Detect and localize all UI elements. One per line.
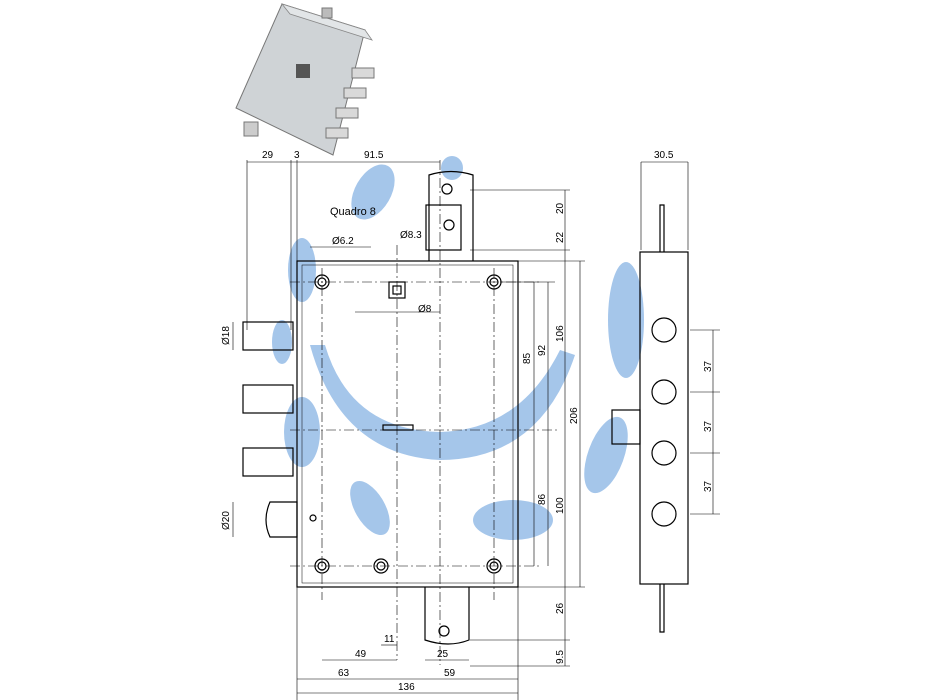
dim-8-3: Ø8.3 [400, 230, 422, 241]
lock-body [242, 170, 519, 645]
dim-136: 136 [398, 682, 415, 693]
dim-37-c: 37 [703, 480, 714, 492]
dim-92: 92 [537, 344, 548, 356]
dim-85: 85 [522, 352, 533, 364]
dim-22: 22 [555, 231, 566, 243]
dim-206: 206 [569, 407, 580, 424]
dim-59: 59 [444, 668, 456, 679]
dim-8: Ø8 [418, 304, 432, 315]
dim-86: 86 [537, 493, 548, 505]
dim-3: 3 [294, 150, 300, 161]
dim-37-a: 37 [703, 360, 714, 372]
dim-25: 25 [437, 649, 449, 660]
dim-26: 26 [555, 602, 566, 614]
dim-106: 106 [555, 325, 566, 342]
quadro-label: Quadro 8 [330, 206, 376, 218]
dim-37-b: 37 [703, 420, 714, 432]
dim-30-5: 30.5 [654, 150, 674, 161]
dim-9-5: 9.5 [555, 650, 566, 664]
dimension-lines [232, 160, 585, 700]
dim-20: 20 [555, 202, 566, 214]
center-lines [290, 160, 560, 665]
dimension-labels: 29 3 91.5 Quadro 8 Ø6.2 Ø8.3 Ø8 Ø18 Ø20 … [221, 150, 714, 693]
dim-11: 11 [384, 634, 395, 645]
dim-6-2: Ø6.2 [332, 236, 354, 247]
dim-49: 49 [355, 649, 367, 660]
dim-91-5: 91.5 [364, 150, 384, 161]
side-view [611, 161, 720, 633]
dim-100: 100 [555, 497, 566, 514]
dim-18: Ø18 [221, 326, 232, 345]
watermark-logo [272, 156, 644, 540]
lock-photo [235, 3, 375, 156]
dim-20-bolt: Ø20 [221, 511, 232, 530]
dim-29: 29 [262, 150, 274, 161]
dim-63: 63 [338, 668, 350, 679]
